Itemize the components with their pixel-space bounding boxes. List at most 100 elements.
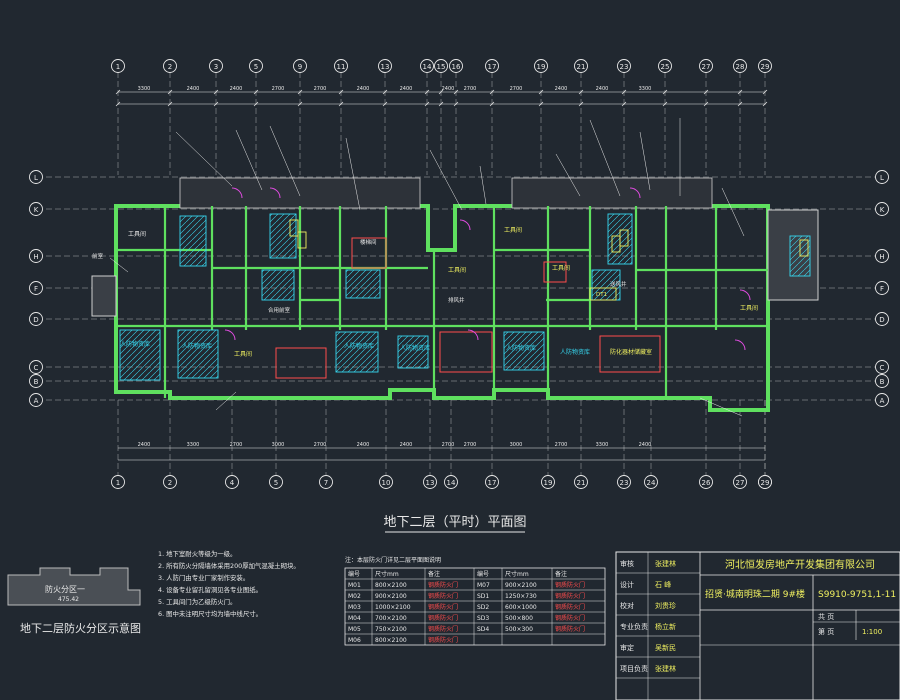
dimension-tick [382, 89, 388, 95]
dimension-text-bottom: 2700 [442, 442, 455, 448]
axis-bubble-bottom [269, 475, 283, 489]
axis-bubble-row [875, 360, 889, 374]
leader-line [235, 129, 263, 191]
door-table-header: 尺寸mm [505, 570, 529, 578]
axis-bubble-top [574, 59, 588, 73]
dimension-tick [382, 101, 388, 107]
axis-bubble-row [29, 249, 43, 263]
dimension-text-bottom: 3000 [272, 442, 285, 448]
door-table-cell: 钢质防火门 [428, 603, 458, 611]
axis-label-top: 21 [577, 63, 586, 71]
door-swing [224, 329, 236, 341]
room-label: 工具间 [504, 226, 522, 234]
axis-label-top: 25 [661, 63, 670, 71]
project-name: 招贤·城南明珠二期 9#楼 [705, 588, 805, 600]
axis-bubble-bottom [644, 475, 658, 489]
dimension-text-top: 2400 [596, 86, 609, 92]
axis-label-bottom: 14 [447, 479, 456, 487]
axis-bubble-top [658, 59, 672, 73]
storage-rack [335, 331, 379, 373]
door-table-cell: M02 [348, 593, 361, 600]
plan-annotations: 工具间人防物资库人防物资库人防物资库人防物资库人防物资库工具间防化器材储藏室工具… [92, 118, 758, 417]
fire-zone-area: 475.42 [58, 596, 79, 603]
axis-bubble-top [163, 59, 177, 73]
axis-bubble-bottom [163, 475, 177, 489]
axis-bubble-row [875, 312, 889, 326]
door-table-cell: M01 [348, 582, 361, 589]
role-label: 设计 [620, 580, 634, 589]
axis-bubble-bottom [379, 475, 393, 489]
axis-bubble-top [334, 59, 348, 73]
door-table-cell: 钢质防火门 [428, 581, 458, 589]
axis-label-top: 19 [537, 63, 546, 71]
axis-bubble-bottom [617, 475, 631, 489]
axis-bubble-row [875, 281, 889, 295]
door-swing [269, 187, 281, 199]
door-swing [459, 219, 471, 231]
axis-label-top: 9 [298, 63, 302, 71]
dimension-text-bottom: 2700 [314, 442, 327, 448]
door-table-cell: 钢质防火门 [428, 636, 458, 644]
axis-bubble-row [29, 281, 43, 295]
leader-line [699, 397, 743, 417]
role-label: 校对 [620, 601, 634, 610]
room-label: 防化器材储藏室 [610, 348, 652, 356]
door-table-cell: 1250×730 [505, 593, 537, 600]
axis-bubble-bottom [319, 475, 333, 489]
axis-bubble-top [485, 59, 499, 73]
dimension-tick [662, 101, 668, 107]
protected-zone [599, 335, 661, 373]
dimension-text-bottom: 2700 [555, 442, 568, 448]
stair-flight [611, 235, 621, 253]
door-swing [467, 329, 479, 341]
dimension-text-bottom: 3300 [187, 442, 200, 448]
room-label: 工具间 [128, 230, 146, 238]
dimension-tick [297, 89, 303, 95]
exterior-wall [114, 198, 770, 412]
note-line: 5. 工具间门为乙级防火门。 [158, 597, 236, 606]
door-table-header: 编号 [348, 570, 360, 578]
axis-label-bottom: 26 [702, 479, 711, 487]
role-name: 吴新民 [655, 643, 676, 652]
axis-bubble-bottom [225, 475, 239, 489]
dimension-tick [762, 101, 768, 107]
storage-rack [119, 329, 161, 381]
stair-flight [297, 231, 307, 249]
dimension-tick [253, 89, 259, 95]
door-table-cell: 钢质防火门 [555, 603, 585, 611]
axis-bubble-row [29, 312, 43, 326]
storage-rack [261, 269, 295, 301]
axis-bubble-bottom [444, 475, 458, 489]
fire-zone-caption: 地下二层防火分区示意图 [20, 621, 141, 635]
dimension-tick [662, 89, 668, 95]
leader-line [175, 131, 233, 187]
dimension-text-top: 2700 [314, 86, 327, 92]
dimension-tick [538, 101, 544, 107]
axis-label-row: D [33, 316, 38, 324]
dimension-tick [213, 89, 219, 95]
axis-bubble-row [29, 170, 43, 184]
grid-lines [46, 72, 876, 476]
dimension-tick [737, 101, 743, 107]
axis-bubble-row [875, 393, 889, 407]
door-table-header: 备注 [555, 570, 567, 578]
axis-label-bottom: 1 [116, 479, 120, 487]
storage-rack [179, 215, 207, 267]
axis-label-top: 5 [254, 63, 258, 71]
role-name: 张建林 [655, 559, 676, 568]
note-line: 3. 人防门由专业厂家制作安装。 [158, 573, 249, 582]
axis-label-top: 11 [337, 63, 346, 71]
note-line: 2. 所有防火分隔墙体采用200厚加气混凝土砌块。 [158, 561, 300, 570]
door-swing [629, 187, 641, 199]
sheet-number-label: 第 页 [818, 627, 834, 636]
dimension-text-top: 2400 [187, 86, 200, 92]
door-table-cell: SD2 [477, 604, 489, 611]
axis-label-bottom: 21 [577, 479, 586, 487]
storage-rack [503, 331, 545, 371]
axis-label-top: 2 [168, 63, 172, 71]
axis-bubble-bottom [423, 475, 437, 489]
axis-label-top: 27 [702, 63, 711, 71]
door-table-cell: SD3 [477, 615, 489, 622]
